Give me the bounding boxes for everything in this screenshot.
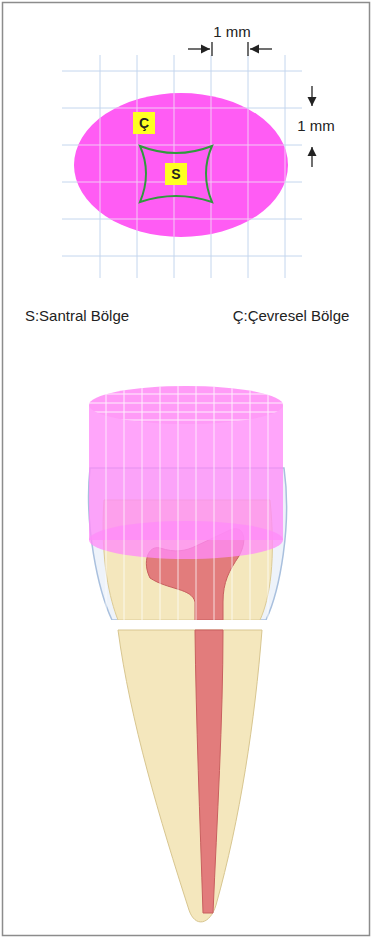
zone-letter: S: [171, 167, 180, 181]
cut-gap: [80, 620, 295, 630]
section-cylinder: [80, 380, 290, 620]
root-canal: [195, 630, 223, 913]
zone-letter: Ç: [139, 116, 149, 130]
dimension-label: 1 mm: [288, 116, 344, 136]
section-grid: [62, 55, 302, 278]
zone-caption: Ç:Çevresel Bölge: [222, 306, 360, 326]
zone-marker: Ç: [133, 112, 155, 134]
frame: [3, 3, 370, 936]
dimension-label: 1 mm: [200, 22, 264, 42]
zone-marker: S: [165, 163, 187, 185]
dimension-arrows: [188, 42, 312, 167]
central-zone-outline: [140, 146, 212, 202]
section-ellipse: [74, 93, 288, 237]
label-text: 1 mm: [296, 117, 336, 134]
root: [118, 630, 262, 922]
zone-caption: S:Santral Bölge: [22, 306, 132, 326]
label-text: 1 mm: [212, 23, 252, 40]
label-text: S:Santral Bölge: [24, 307, 130, 324]
mm-grid: [62, 55, 302, 278]
label-text: Ç:Çevresel Bölge: [232, 307, 351, 324]
